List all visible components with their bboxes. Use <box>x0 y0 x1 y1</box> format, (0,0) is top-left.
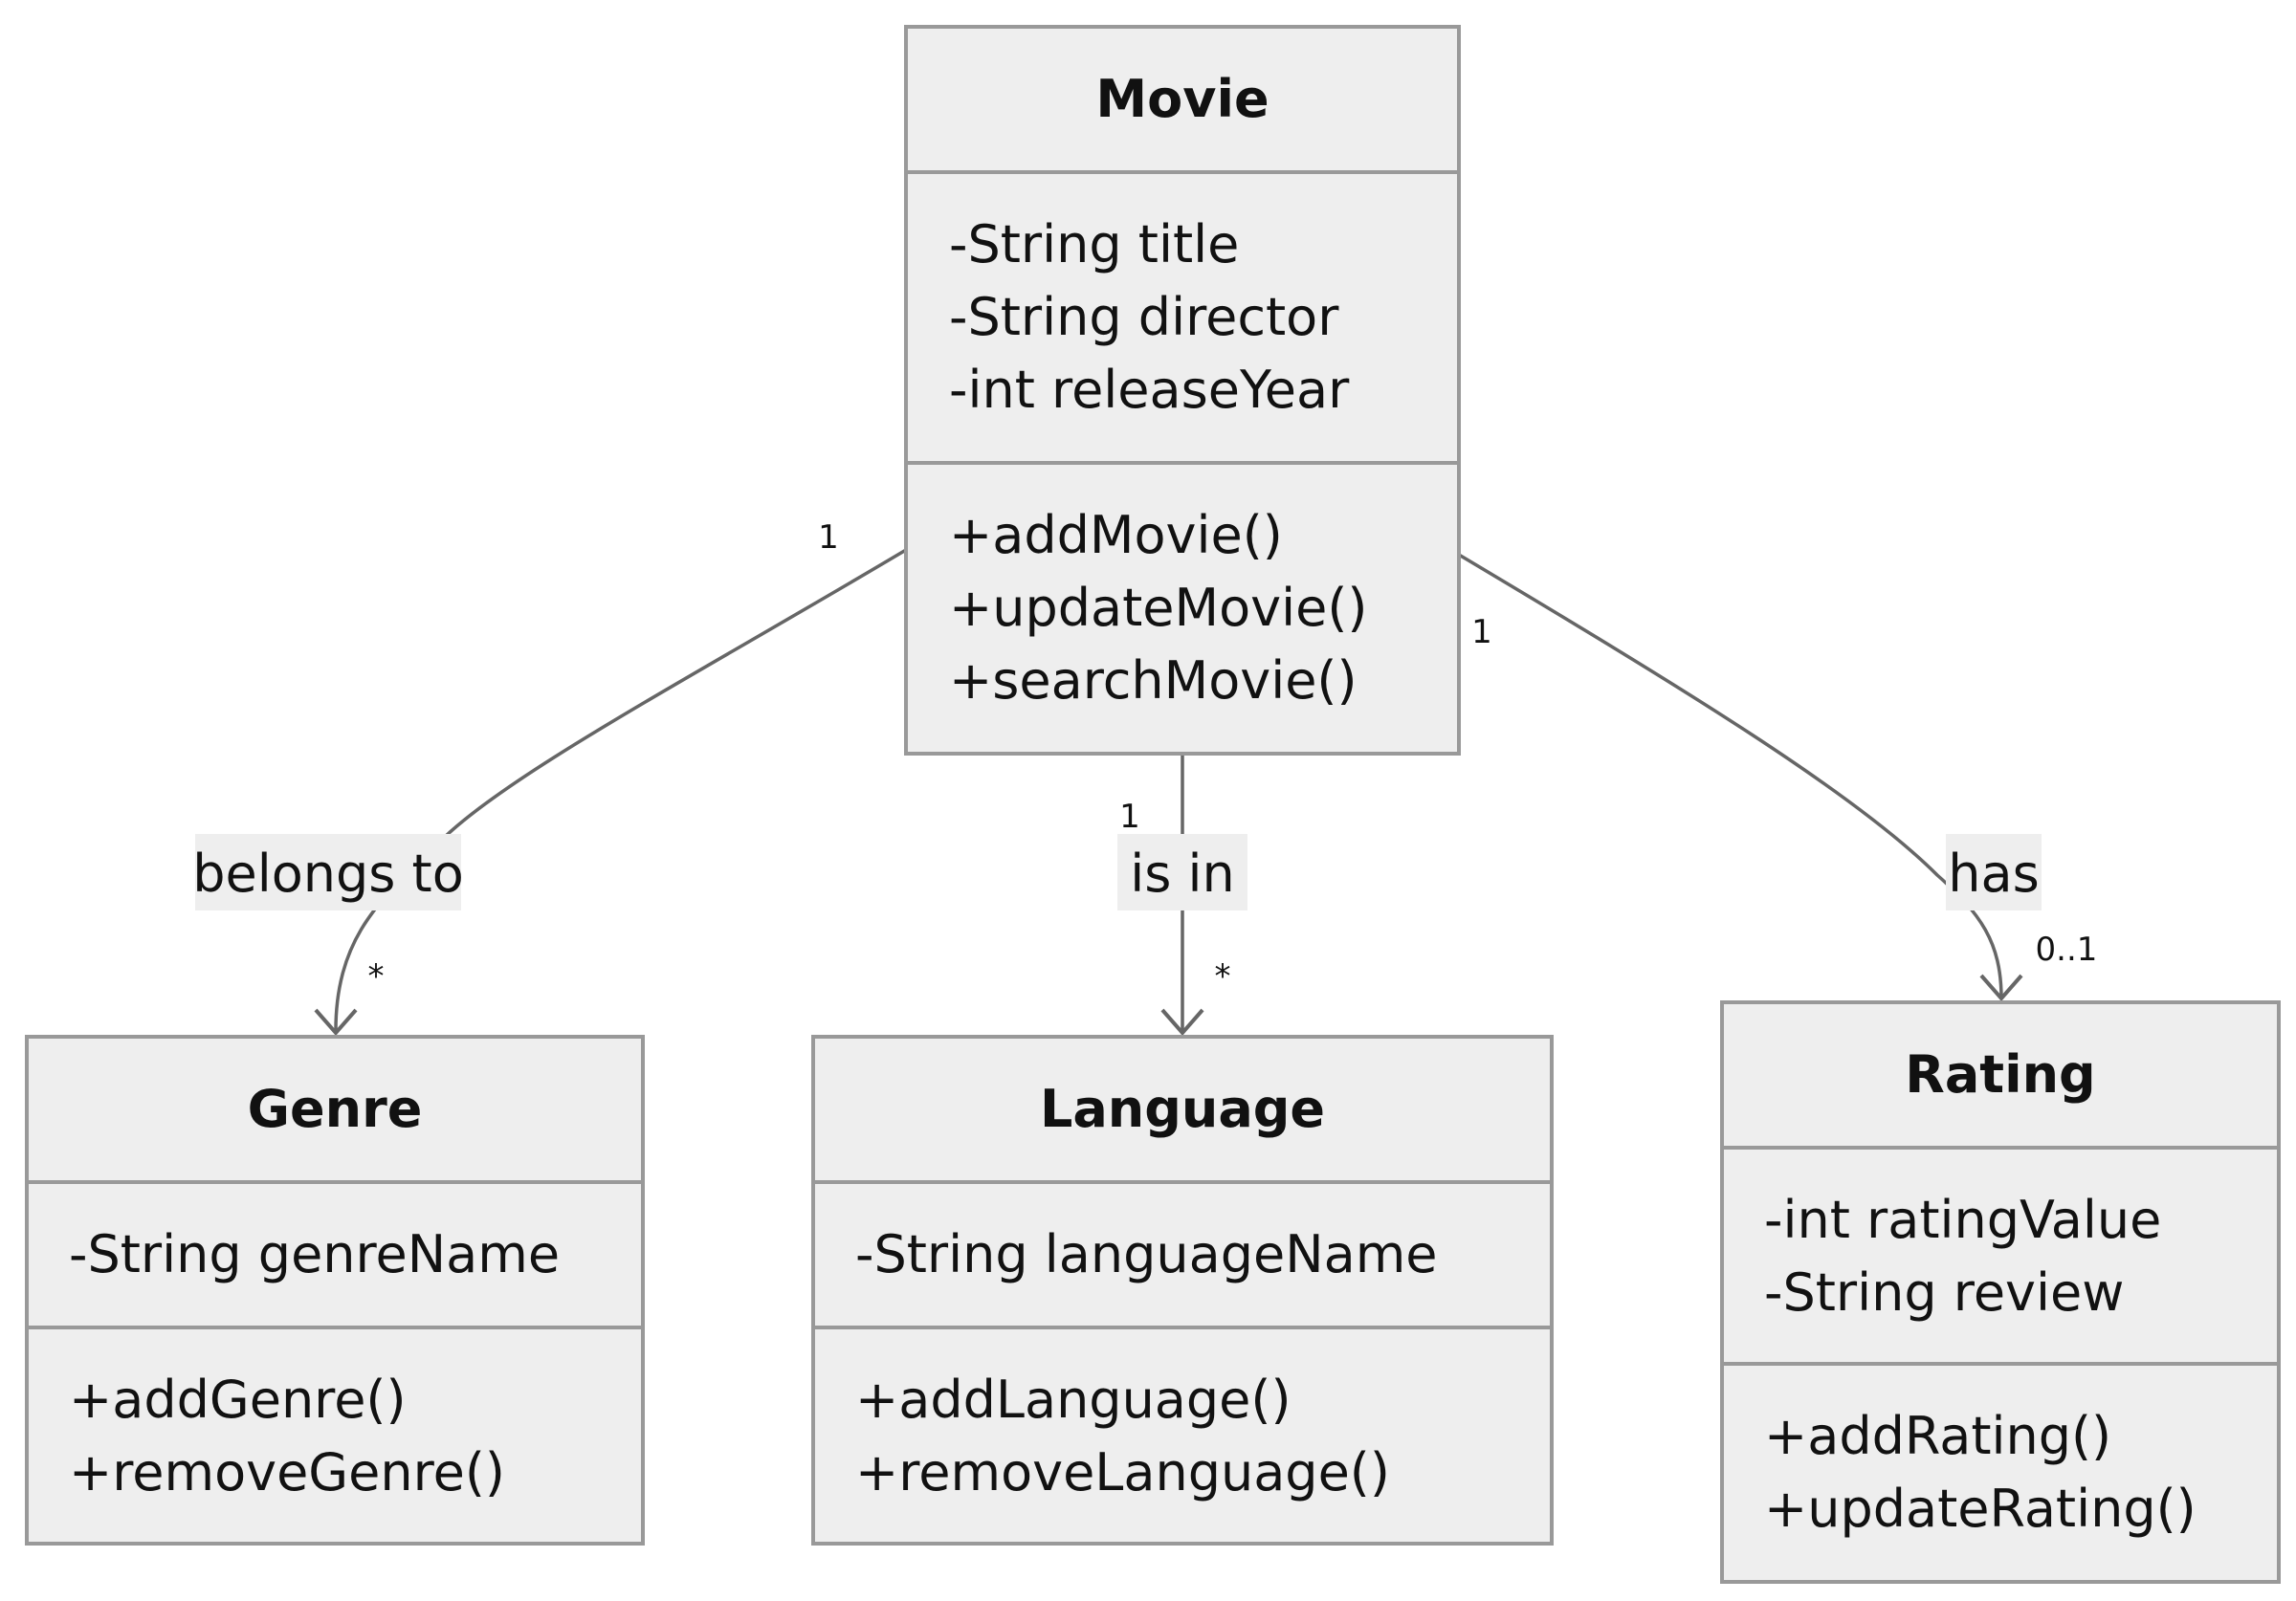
relation-movie-language[interactable]: is in 1 * <box>1117 754 1247 1037</box>
class-box <box>1720 1000 2281 1584</box>
class-method: +updateRating() <box>1764 1479 2197 1539</box>
class-method: +searchMovie() <box>949 650 1358 711</box>
arrowhead-rating <box>1979 974 2023 1002</box>
class-attribute: -int releaseYear <box>949 360 1350 420</box>
class-attribute: -String languageName <box>855 1224 1438 1284</box>
class-method: +removeGenre() <box>69 1442 505 1502</box>
relation-line-movie-genre <box>334 548 907 1034</box>
relation-label-belongs-to: belongs to <box>192 844 464 904</box>
class-method: +removeLanguage() <box>855 1442 1390 1502</box>
class-box <box>811 1035 1554 1546</box>
arrowhead-genre <box>314 1008 358 1037</box>
relation-line-movie-rating <box>1458 553 2003 999</box>
relation-movie-genre[interactable]: belongs to 1 * <box>192 518 907 1037</box>
relation-label-is-in: is in <box>1130 844 1235 904</box>
multiplicity-rating-end: 0..1 <box>2036 931 2098 969</box>
class-box <box>904 25 1461 756</box>
class-attribute: -String title <box>949 214 1239 274</box>
class-rating[interactable]: Rating -int ratingValue -String review +… <box>1720 1000 2281 1584</box>
class-title: Genre <box>248 1079 423 1139</box>
class-movie[interactable]: Movie -String title -String director -in… <box>904 25 1461 756</box>
class-attribute: -String genreName <box>69 1224 560 1284</box>
class-method: +addRating() <box>1764 1406 2111 1466</box>
multiplicity-movie-end: 1 <box>1119 798 1140 836</box>
class-title: Rating <box>1905 1044 2095 1105</box>
relation-movie-rating[interactable]: has 1 0..1 <box>1458 553 2098 1002</box>
class-title: Movie <box>1095 69 1269 129</box>
relation-label-bg <box>195 834 461 910</box>
arrowhead-language <box>1160 1008 1204 1037</box>
multiplicity-genre-end: * <box>368 957 385 996</box>
multiplicity-movie-end: 1 <box>818 518 839 557</box>
class-method: +addLanguage() <box>855 1370 1292 1430</box>
class-attribute: -String review <box>1764 1262 2124 1323</box>
relation-label-has: has <box>1948 844 2039 904</box>
class-method: +addMovie() <box>949 505 1283 565</box>
class-attribute: -int ratingValue <box>1764 1190 2161 1250</box>
class-genre[interactable]: Genre -String genreName +addGenre() +rem… <box>25 1035 645 1546</box>
class-language[interactable]: Language -String languageName +addLangua… <box>811 1035 1554 1546</box>
multiplicity-movie-end: 1 <box>1471 613 1492 651</box>
class-method: +addGenre() <box>69 1370 407 1430</box>
relation-label-bg <box>1117 834 1247 910</box>
class-box <box>25 1035 645 1546</box>
multiplicity-language-end: * <box>1215 957 1231 996</box>
class-title: Language <box>1040 1079 1325 1139</box>
class-method: +updateMovie() <box>949 578 1367 638</box>
class-attribute: -String director <box>949 287 1339 347</box>
relation-label-bg <box>1946 834 2042 910</box>
